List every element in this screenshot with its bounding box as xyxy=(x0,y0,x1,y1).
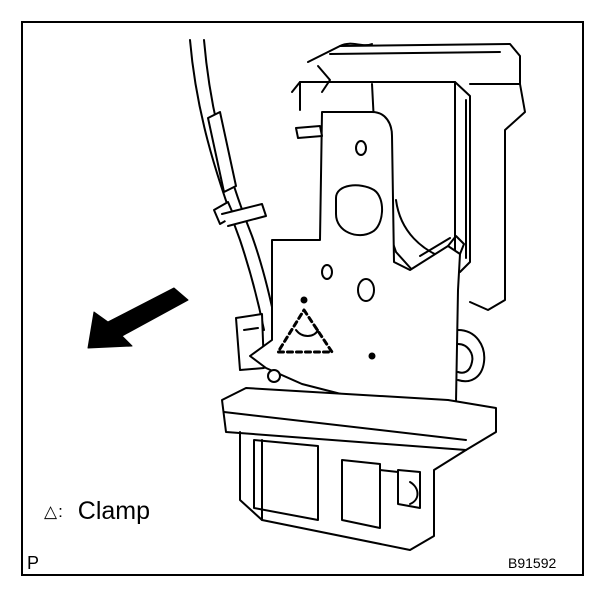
legend-label: Clamp xyxy=(77,497,151,525)
clamp-location-mark xyxy=(276,308,334,354)
legend: △: Clamp xyxy=(44,497,150,526)
arrow-down-left-icon xyxy=(87,287,189,349)
side-cable xyxy=(457,329,486,383)
dashed-triangle-icon: △: xyxy=(44,501,64,521)
top-mechanism xyxy=(307,42,526,311)
mounting-bracket xyxy=(249,111,465,421)
figure-code: B91592 xyxy=(508,555,557,571)
lock-base xyxy=(221,387,497,551)
diagram-frame xyxy=(21,21,584,576)
corner-mark: P xyxy=(27,553,40,573)
wire-harness xyxy=(189,39,277,371)
